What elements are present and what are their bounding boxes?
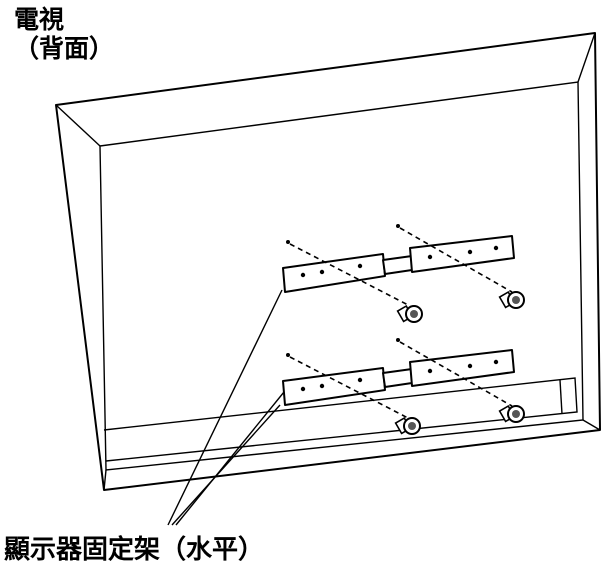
leader-line-upper (167, 289, 283, 526)
tv-back-label: 電視 （背面） (14, 5, 115, 64)
tv-bevel-top-right (577, 32, 596, 83)
screw-icon (394, 416, 421, 435)
bracket-hole (427, 254, 433, 260)
leader-line-upper-b (171, 404, 281, 526)
screw-hole-mark (286, 240, 290, 244)
bracket-hole (357, 377, 363, 383)
screw-hole-mark (396, 338, 400, 342)
lower-bracket-left (282, 367, 386, 406)
screw-icon (396, 304, 423, 323)
tv-bottom-recess (103, 377, 578, 462)
tv-bevel-bottom-right (582, 419, 601, 431)
bracket-hole (357, 263, 363, 269)
bracket-hole (467, 363, 473, 369)
screw-icon (498, 404, 525, 423)
tv-bevel-bottom-left (103, 469, 107, 491)
leader-lines (167, 289, 285, 526)
bracket-hole (493, 359, 499, 365)
tv-bottom-recess-edge (559, 379, 563, 415)
screw-path-line (289, 356, 409, 419)
bracket-hole (427, 368, 433, 374)
leader-line-lower (175, 391, 285, 526)
bracket-label: 顯示器固定架（水平） (4, 535, 265, 565)
screw-path-line (399, 341, 513, 407)
bracket-hole (467, 249, 473, 255)
bracket-hole (300, 272, 306, 278)
tv-label-line2: （背面） (14, 33, 115, 63)
lower-bracket-set (282, 338, 515, 419)
screw-hole-mark (286, 353, 290, 357)
lower-bracket-right (409, 349, 515, 387)
upper-bracket-left (282, 253, 386, 293)
screw-icon (498, 290, 525, 309)
upper-bracket-set (282, 224, 515, 307)
upper-bracket-connector (382, 255, 413, 275)
upper-bracket-right (409, 235, 515, 273)
tv-label-line1: 電視 (14, 5, 65, 34)
screw-hole-mark (396, 224, 400, 228)
bracket-hole (493, 245, 499, 251)
bracket-hole (319, 269, 325, 275)
lower-bracket-connector (382, 368, 413, 388)
tv-bevel-top-left (55, 104, 101, 147)
screw-path-line (399, 227, 513, 293)
bracket-hole (300, 386, 306, 392)
bracket-hole (319, 383, 325, 389)
screw-path-line (289, 243, 411, 307)
